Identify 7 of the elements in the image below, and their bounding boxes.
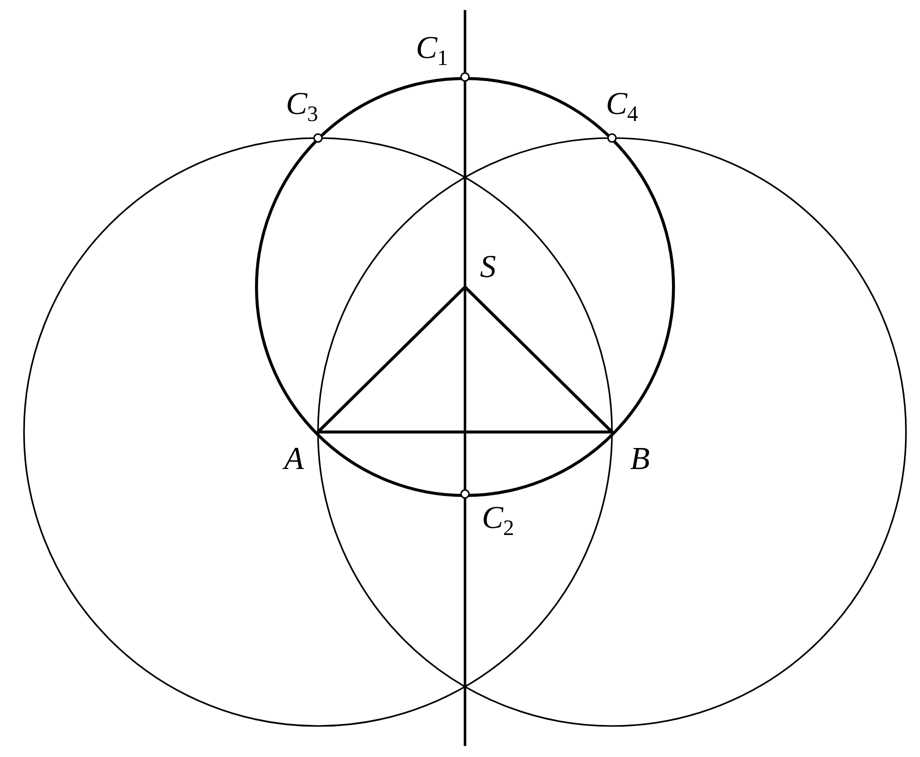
- point-label: C$_{1}$: [416, 30, 448, 70]
- point-label: C$_{3}$: [286, 86, 318, 126]
- point-label: B: [630, 442, 650, 474]
- point-label: S: [480, 250, 496, 282]
- point-label: C$_{2}$: [482, 500, 514, 540]
- point-label: C$_{4}$: [606, 86, 638, 126]
- point-label: A: [284, 442, 304, 474]
